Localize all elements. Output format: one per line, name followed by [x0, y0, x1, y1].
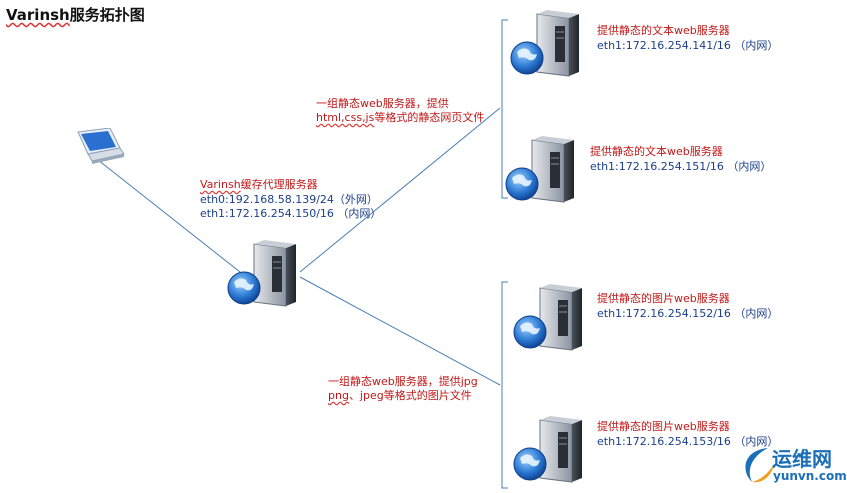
title-product: Varinsh: [6, 6, 70, 24]
proxy-server: [224, 240, 302, 312]
server-1-title: 提供静态的文本web服务器: [597, 24, 730, 37]
swoosh-logo-icon: [745, 448, 774, 483]
server-4-ip: eth1:172.16.254.153/16 （内网）: [597, 435, 779, 448]
proxy-ip-internal: eth1:172.16.254.150/16 （内网）: [200, 207, 382, 220]
web-server-image-1: [510, 284, 588, 356]
server-globe-icon: [513, 416, 582, 483]
image-group-desc-line2: png、jpeg等格式的图片文件: [328, 389, 472, 402]
server-2-ip: eth1:172.16.254.151/16 （内网）: [590, 160, 772, 173]
web-server-text-1: [507, 10, 585, 82]
server-globe-icon: [510, 10, 579, 77]
bracket-image-group: [501, 281, 508, 489]
server-globe-icon: [505, 136, 574, 203]
link-proxy-text-group: [299, 107, 501, 273]
brand-name: 运维网: [772, 447, 832, 471]
server-1-ip: eth1:172.16.254.141/16 （内网）: [597, 39, 779, 52]
server-4-title: 提供静态的图片web服务器: [597, 420, 730, 433]
link-client-proxy: [97, 159, 241, 273]
brand-url: yunvn.com: [773, 469, 847, 483]
text-group-desc-line2: html,css,js等格式的静态网页文件: [316, 111, 485, 124]
proxy-name-label: Varinsh缓存代理服务器: [200, 178, 318, 191]
proxy-ip-external: eth0:192.168.58.139/24（外网）: [200, 193, 378, 206]
title-suffix: 服务拓扑图: [69, 6, 145, 24]
web-server-image-2: [510, 416, 588, 488]
bracket-text-group: [501, 19, 508, 199]
server-globe-icon: [227, 240, 296, 307]
laptop-icon: [77, 128, 125, 164]
server-globe-icon: [513, 284, 582, 351]
text-group-desc-line1: 一组静态web服务器，提供: [316, 97, 449, 110]
server-2-title: 提供静态的文本web服务器: [590, 145, 723, 158]
server-3-title: 提供静态的图片web服务器: [597, 292, 730, 305]
link-proxy-image-group: [299, 276, 501, 386]
diagram-title: Varinsh服务拓扑图: [6, 4, 145, 25]
brand-watermark: 运维网 yunvn.com: [738, 440, 847, 490]
web-server-text-2: [502, 136, 580, 208]
image-group-desc-line1: 一组静态web服务器，提供jpg: [328, 375, 478, 388]
server-3-ip: eth1:172.16.254.152/16 （内网）: [597, 307, 779, 320]
